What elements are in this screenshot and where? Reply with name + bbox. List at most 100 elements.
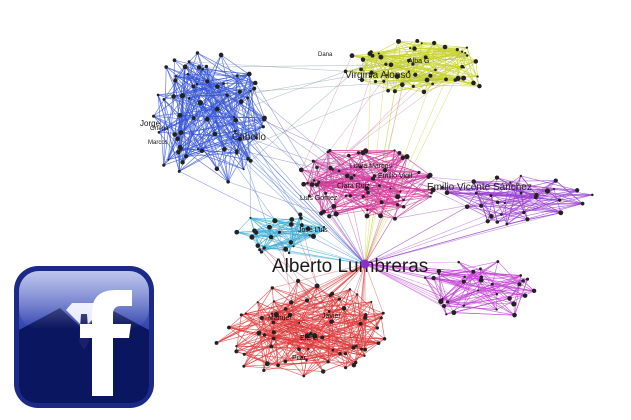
- edge-red: [276, 314, 354, 348]
- central-node: [360, 259, 370, 269]
- node-blue: [238, 99, 244, 105]
- node-cyan: [262, 246, 266, 250]
- edge-central-pink: [350, 195, 366, 265]
- node-yellow: [396, 38, 401, 44]
- edge-red: [328, 361, 346, 368]
- node-pink: [402, 198, 405, 202]
- node-pink: [378, 184, 381, 188]
- node-pink: [417, 170, 421, 174]
- edge-blue: [207, 73, 250, 82]
- edge-pink: [367, 206, 404, 211]
- node-red: [326, 360, 330, 364]
- edge-violet: [467, 203, 583, 208]
- edge-yellow: [361, 79, 396, 92]
- node-violet: [580, 201, 585, 206]
- edge-magenta: [438, 261, 498, 275]
- edge-red: [236, 327, 378, 352]
- edge-bridge: [291, 219, 318, 287]
- edge-blue: [188, 61, 207, 67]
- edge-red: [261, 317, 265, 335]
- edge-cyan: [257, 245, 294, 247]
- edge-red: [380, 317, 385, 339]
- edge-blue: [158, 86, 218, 96]
- node-pink: [324, 191, 328, 195]
- node-blue: [162, 163, 166, 167]
- edge-bridge: [249, 73, 251, 218]
- node-magenta: [521, 279, 525, 283]
- edge-yellow: [351, 55, 381, 58]
- node-blue: [237, 136, 243, 142]
- edge-central-red: [272, 263, 366, 289]
- node-label-red: Pilar: [292, 355, 307, 362]
- edge-blue: [178, 94, 228, 153]
- node-violet: [574, 188, 580, 193]
- edge-violet: [559, 189, 578, 201]
- edge-pink: [362, 152, 403, 159]
- node-magenta: [471, 269, 476, 274]
- node-pink: [327, 214, 332, 219]
- edge-cyan: [250, 217, 309, 229]
- edge-blue: [239, 137, 257, 140]
- edge-pink: [345, 195, 396, 220]
- node-red: [379, 316, 383, 320]
- edge-red: [236, 287, 273, 347]
- node-pink: [319, 211, 324, 216]
- edge-central-cyan: [236, 231, 366, 265]
- edge-bridge: [279, 232, 302, 358]
- edge-magenta: [442, 276, 465, 300]
- edge-cyan: [250, 217, 286, 250]
- edge-cyan: [254, 220, 276, 232]
- logo-gloss: [19, 271, 149, 329]
- edge-violet: [442, 187, 492, 217]
- edge-central-red: [364, 263, 384, 314]
- edge-blue: [158, 68, 203, 133]
- node-yellow: [477, 83, 482, 89]
- node-blue: [172, 58, 177, 62]
- edge-yellow: [435, 67, 464, 71]
- edge-central-red: [327, 263, 366, 362]
- node-label-pink: Luis Gómez: [300, 195, 338, 202]
- node-cyan: [255, 243, 261, 248]
- node-pink: [301, 181, 307, 187]
- node-pink: [400, 155, 405, 160]
- node-pink: [427, 172, 433, 178]
- node-label-pink: Emilio Vigil: [378, 173, 413, 180]
- node-pink: [344, 173, 350, 179]
- node-pink: [404, 154, 410, 160]
- edge-pink: [360, 166, 420, 173]
- node-red: [344, 366, 348, 370]
- node-blue: [180, 160, 185, 165]
- node-violet: [485, 219, 490, 224]
- node-blue: [195, 82, 199, 86]
- edge-blue: [188, 61, 257, 139]
- node-red: [320, 335, 325, 340]
- node-red: [327, 310, 331, 313]
- edge-pink: [346, 191, 401, 197]
- node-red: [244, 312, 247, 315]
- node-blue: [157, 131, 161, 134]
- node-yellow: [367, 51, 373, 56]
- node-red: [363, 315, 368, 320]
- node-blue: [204, 64, 209, 69]
- node-yellow: [385, 74, 389, 77]
- edge-magenta: [497, 261, 520, 285]
- node-red: [300, 356, 303, 359]
- edge-magenta: [442, 271, 474, 300]
- edge-violet: [467, 194, 537, 208]
- node-magenta: [495, 308, 498, 311]
- node-blue: [254, 136, 258, 140]
- node-red: [227, 325, 231, 330]
- node-yellow: [415, 39, 420, 43]
- node-yellow: [394, 73, 400, 79]
- edge-pink: [394, 196, 431, 219]
- node-blue: [199, 148, 205, 153]
- node-blue: [222, 82, 226, 85]
- node-red: [276, 363, 280, 368]
- edge-cyan: [285, 228, 309, 250]
- node-blue: [214, 166, 220, 172]
- node-red: [214, 341, 219, 345]
- edge-pink: [362, 152, 431, 197]
- node-magenta: [478, 277, 484, 283]
- edge-magenta: [463, 305, 515, 316]
- node-blue: [215, 84, 220, 89]
